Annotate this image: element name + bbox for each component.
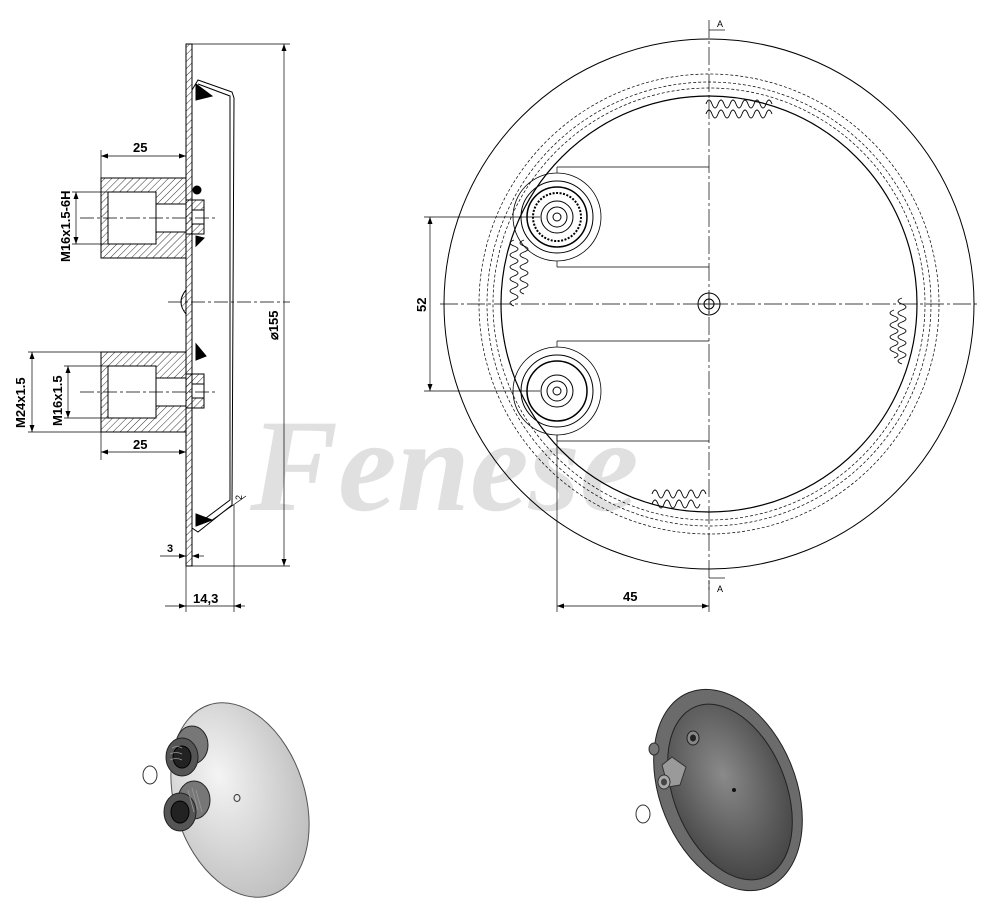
section-mark-top: A	[717, 19, 723, 29]
seal-bottom	[195, 513, 214, 527]
dim-top-thread: M16x1.5-6H	[58, 190, 73, 262]
section-mark-bottom: A	[717, 584, 723, 594]
dim-outer-thread: M24x1.5	[13, 377, 28, 428]
dim-plate-thickness: 3	[167, 543, 173, 555]
front-isometric-view	[142, 702, 310, 898]
plate-section	[185, 43, 193, 567]
back-isometric-view	[635, 688, 803, 892]
watermark-text: Fenese	[249, 392, 639, 539]
dim-diameter: ⌀155	[266, 310, 281, 340]
dim-top-length: 25	[133, 140, 147, 155]
dim-depth: 14,3	[193, 591, 218, 606]
front-view	[424, 20, 980, 612]
dim-inner-thread: M16x1.5	[50, 375, 65, 426]
seal-top	[195, 83, 214, 101]
side-view	[28, 43, 290, 612]
dim-offset: 45	[623, 589, 637, 604]
dim-flange: 2	[234, 495, 244, 500]
dim-spacing: 52	[414, 298, 429, 312]
dim-bottom-length: 25	[133, 437, 147, 452]
